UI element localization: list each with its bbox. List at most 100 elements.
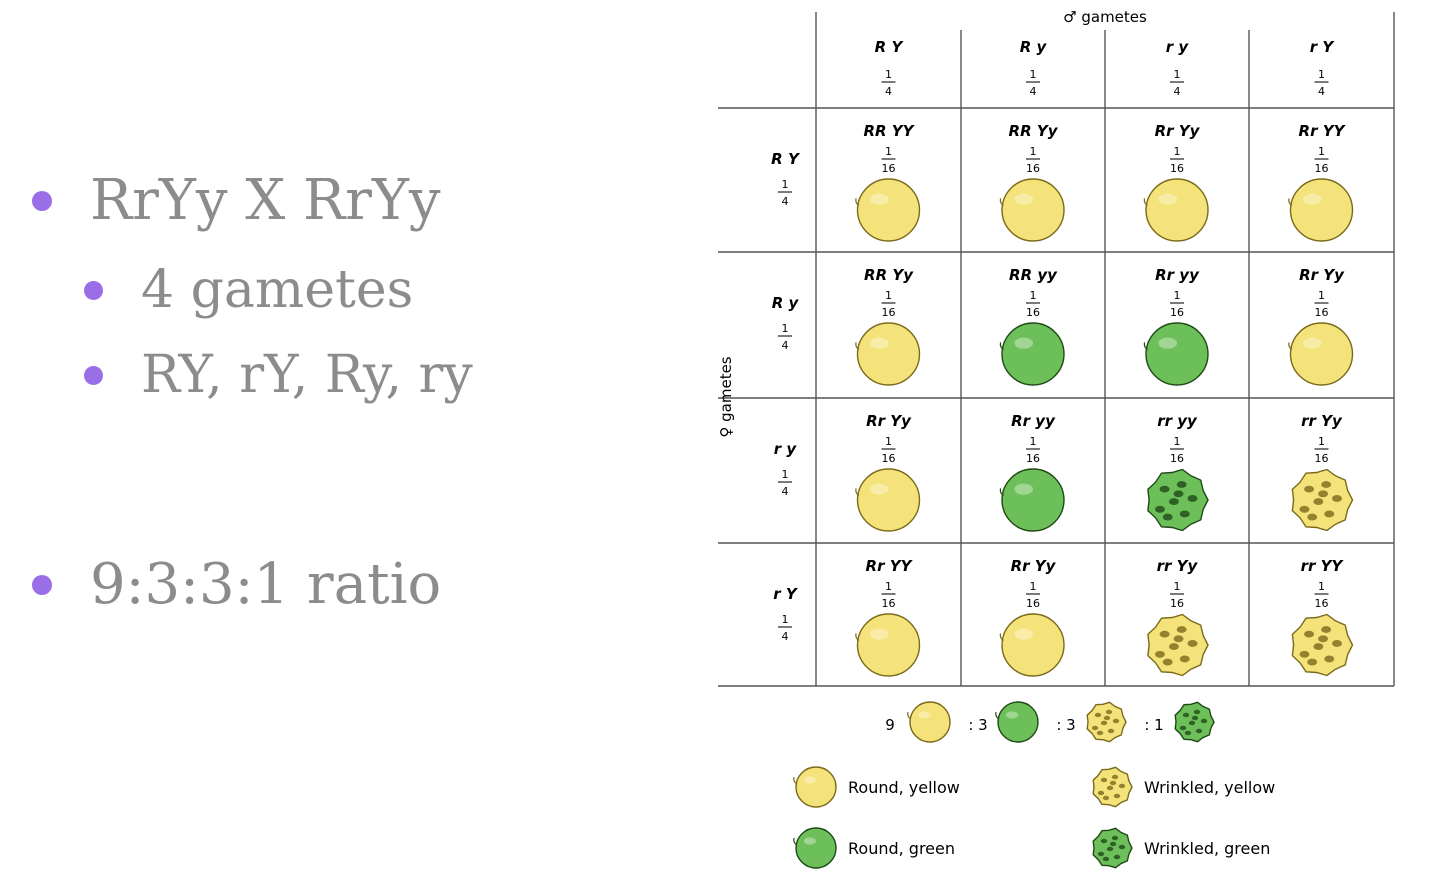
wrinkled-green-pea-icon [1174,701,1215,743]
bullet-dot [84,365,103,385]
legend-label: Round, green [848,839,955,858]
cell-genotype: Rr YY [866,557,914,575]
pea-hilum [855,633,860,641]
fraction: 116 [1170,145,1184,175]
fraction-denominator: 16 [882,597,896,610]
pea-wrinkle [1159,485,1170,493]
pea-highlight [869,193,889,205]
pea-wrinkle [1195,728,1203,734]
pea-wrinkle [1307,513,1318,521]
pea-body [1145,178,1209,242]
fraction-numerator: 1 [1174,145,1181,158]
fraction: 116 [1314,580,1329,610]
pea-wrinkle [1154,650,1165,658]
pea-wrinkle [1106,846,1114,852]
legend-item: Wrinkled, yellow [1092,766,1275,808]
ratio-count: : 1 [1144,716,1163,734]
legend-item: Wrinkled, green [1092,827,1270,869]
wrinkled-yellow-pea-icon [1291,468,1354,532]
fraction: 116 [1026,145,1040,175]
pea-wrinkle [1103,715,1111,721]
bullet-dot [84,280,103,300]
pea-highlight [1302,193,1322,205]
pea-highlight [869,483,889,495]
fraction-denominator: 16 [1026,162,1040,175]
pea-wrinkle [1321,481,1332,488]
row-header: R y 14 [772,294,800,352]
round-yellow-pea-icon [1288,322,1354,386]
pea-wrinkle [1324,510,1335,518]
cell-genotype: Rr Yy [866,412,912,430]
column-gamete: R y [1020,38,1048,56]
pea-wrinkle [1332,640,1342,647]
fraction-denominator: 16 [1170,162,1184,175]
wrinkled-green-pea-icon [1147,468,1209,532]
pea-wrinkle [1168,643,1179,650]
pea-wrinkle [1176,626,1187,633]
fraction: 14 [881,68,896,98]
pea-wrinkle [1118,844,1126,850]
bullet-gamete-list: RY, rY, Ry, ry [84,345,473,405]
column-gamete: R Y [875,38,905,56]
row-gamete: r y [774,440,798,458]
pea-wrinkle [1307,658,1318,666]
pea-wrinkle [1097,851,1105,857]
pea-hilum [855,198,860,206]
fraction-denominator: 16 [1315,306,1329,319]
fraction: 116 [1026,580,1040,610]
fraction: 116 [1314,145,1329,175]
fraction: 116 [881,289,896,319]
pea-wrinkle [1299,505,1310,513]
pea-body [1289,322,1354,386]
bullet-dot [32,190,52,211]
fraction-denominator: 16 [1315,452,1329,465]
pea-highlight [1158,193,1177,205]
cell-genotype: RR yy [1009,266,1058,284]
pea-hilum [995,711,1000,720]
fraction-denominator: 16 [1026,452,1040,465]
column-gamete: r Y [1310,38,1336,56]
fraction: 116 [1170,580,1184,610]
pea-wrinkle [1109,780,1117,786]
round-yellow-pea-icon [855,322,921,386]
pea-body [1001,613,1065,677]
fraction-denominator: 4 [782,339,789,352]
fraction-denominator: 4 [1318,85,1325,98]
phenotype-ratio: 9: 3: 3: 1 [885,701,1215,743]
pea-body [795,827,837,869]
legend-item: Round, yellow [793,766,960,808]
pea-hilum [1288,342,1293,350]
pea-body [1001,322,1065,386]
pea-body [1289,178,1354,242]
pea-wrinkle [1168,498,1179,505]
fraction-numerator: 1 [1318,435,1325,448]
fraction: 116 [1314,435,1329,465]
fraction-numerator: 1 [885,145,892,158]
fraction-denominator: 16 [1026,306,1040,319]
fraction-numerator: 1 [1030,145,1037,158]
pea-wrinkle [1313,498,1324,505]
pea-wrinkle [1106,785,1114,791]
row-gamete: R y [772,294,800,312]
cell-genotype: RR YY [863,122,915,140]
cross-text: RrYy X RrYy [90,168,441,233]
round-green-pea-icon [999,322,1065,386]
fraction: 14 [1026,68,1040,98]
fraction-numerator: 1 [1030,435,1037,448]
fraction: 14 [778,322,792,352]
pea-body [856,613,921,677]
column-gamete: r y [1166,38,1190,56]
row-gamete: R Y [771,150,801,168]
pea-hilum [999,342,1004,350]
pea-body [856,322,921,386]
pea-hilum [999,488,1004,496]
pea-wrinkle [1105,709,1113,715]
